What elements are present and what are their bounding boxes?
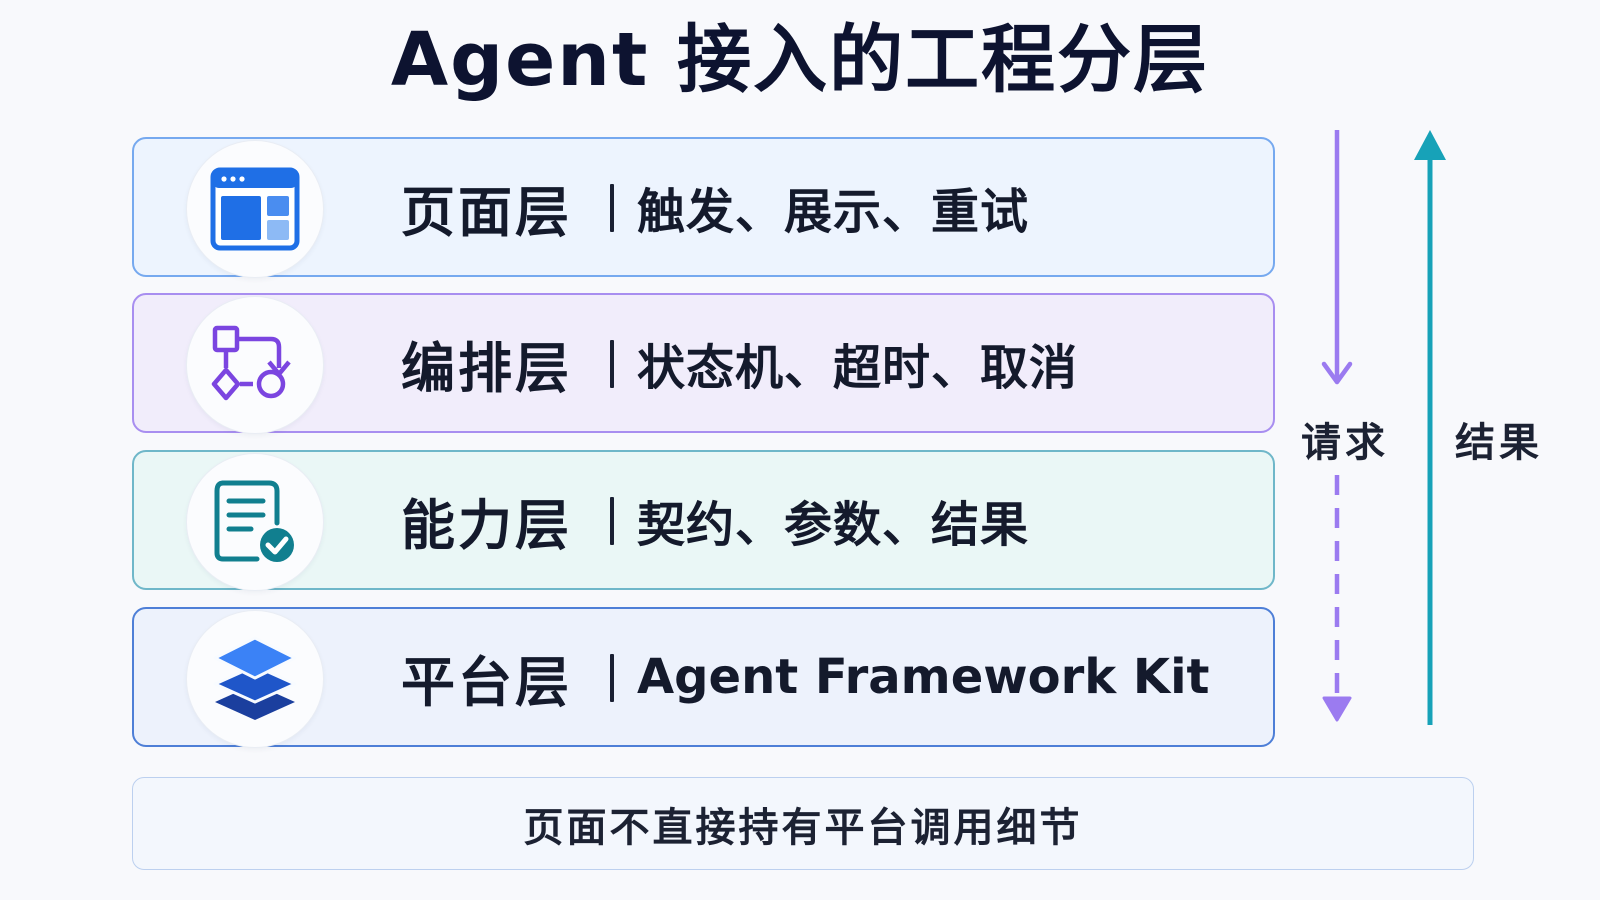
bottom-note: 页面不直接持有平台调用细节: [132, 777, 1474, 870]
layer-separator: [610, 497, 614, 545]
flow-arrows: [1321, 130, 1446, 725]
layer-page: 页面层 触发、展示、重试: [132, 137, 1275, 278]
layer-description: 契约、参数、结果: [637, 497, 1030, 553]
layer-description: 状态机、超时、取消: [637, 340, 1079, 396]
layer-separator: [610, 184, 614, 232]
browser-window-icon: [186, 140, 324, 278]
layer-name: 编排层: [401, 336, 572, 400]
layer-separator: [610, 654, 614, 702]
result-label: 结果: [1455, 420, 1543, 466]
layer-platform: 平台层 Agent Framework Kit: [132, 607, 1275, 748]
layer-name: 页面层: [401, 180, 572, 244]
layer-description: Agent Framework Kit: [637, 649, 1210, 705]
result-arrow: [1414, 130, 1446, 725]
layer-description: 触发、展示、重试: [637, 184, 1030, 240]
layer-capability: 能力层 契约、参数、结果: [132, 450, 1275, 591]
layer-orchestration: 编排层 状态机、超时、取消: [132, 293, 1275, 434]
workflow-icon: [186, 296, 324, 434]
stacked-layers-icon: [186, 610, 324, 748]
diagram-title: Agent 接入的工程分层: [390, 17, 1210, 103]
request-arrow: [1321, 130, 1353, 722]
layer-name: 平台层: [401, 650, 572, 714]
document-check-icon: [186, 453, 324, 591]
layer-separator: [610, 340, 614, 388]
request-label: 请求: [1301, 420, 1389, 466]
layer-name: 能力层: [401, 493, 572, 557]
